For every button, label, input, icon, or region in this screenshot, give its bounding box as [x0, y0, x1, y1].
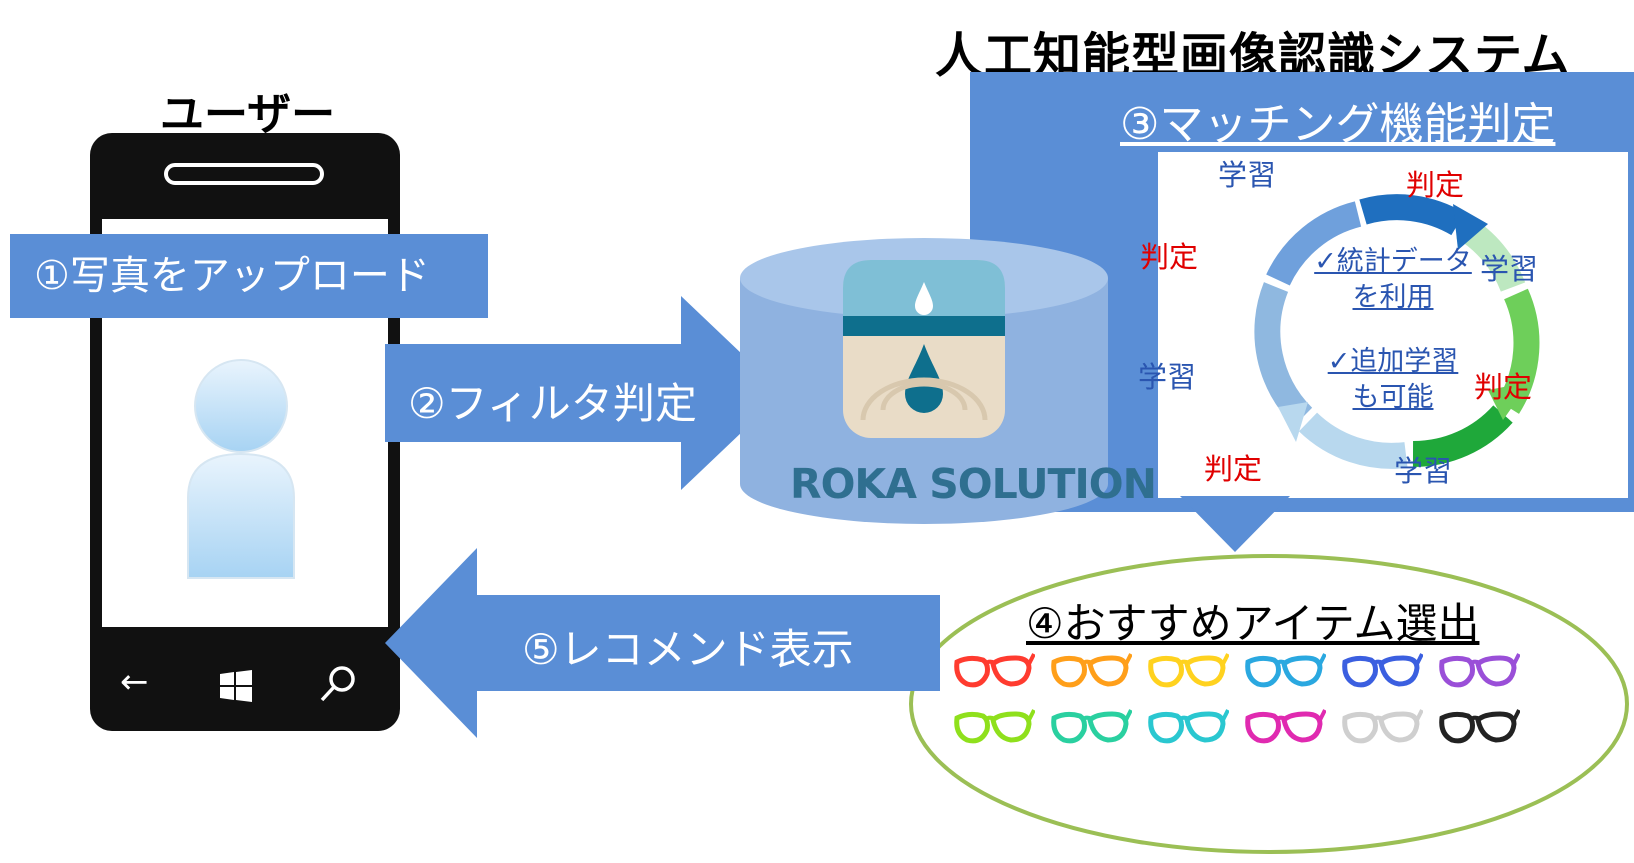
glasses-icon — [1148, 653, 1229, 688]
label-judge-4: 判定 — [1204, 452, 1263, 486]
cycle-center-statistics: ✓統計データ を利用 — [1298, 244, 1488, 316]
glasses-icon — [1439, 709, 1520, 744]
matching-step-label: ③マッチング機能判定 — [1120, 99, 1556, 150]
label-learn-2: 学習 — [1480, 252, 1539, 286]
label-learn-4: 学習 — [1394, 454, 1453, 488]
label-judge-1: 判定 — [1406, 168, 1465, 202]
glasses-icon — [954, 709, 1035, 744]
label-judge-3: 判定 — [1474, 370, 1533, 404]
label-learn-3: 学習 — [1138, 360, 1197, 394]
upload-step-banner: ①写真をアップロード — [10, 234, 488, 318]
glasses-icon — [1051, 653, 1132, 688]
recommend-arrow — [385, 548, 940, 738]
glasses-icon — [954, 653, 1035, 688]
user-title: ユーザー — [160, 89, 336, 140]
label-learn-1: 学習 — [1218, 158, 1277, 192]
back-arrow-icon[interactable]: ← — [120, 662, 149, 702]
glasses-grid — [953, 648, 1553, 758]
down-arrow — [1180, 496, 1290, 552]
glasses-icon — [1439, 653, 1520, 688]
glasses-icon — [1342, 653, 1423, 688]
glasses-icon — [1245, 653, 1326, 688]
filter-step-label: ②フィルタ判定 — [408, 379, 697, 428]
label-judge-2: 判定 — [1140, 240, 1199, 274]
additional-line1: ✓追加学習 — [1327, 346, 1459, 377]
recommend-items-label: ④おすすめアイテム選出 — [1026, 599, 1480, 648]
recommend-display-label: ⑤レコメンド表示 — [522, 625, 854, 674]
roka-solution-brand: ROKA SOLUTION — [790, 460, 1157, 508]
additional-line2: も可能 — [1352, 382, 1434, 413]
learning-cycle-box: 学習 判定 判定 学習 学習 判定 判定 学習 ✓統計データ を利用 ✓追加学習… — [1138, 152, 1628, 498]
glasses-icon — [1245, 709, 1326, 744]
person-icon — [187, 359, 295, 579]
glasses-icon — [1148, 709, 1229, 744]
glasses-icon — [1342, 709, 1423, 744]
statistics-line1: ✓統計データ — [1314, 246, 1472, 277]
windows-icon[interactable] — [220, 670, 252, 702]
roka-logo-icon — [843, 260, 1005, 438]
search-icon[interactable] — [318, 664, 358, 704]
recommend-ellipse — [909, 554, 1629, 854]
glasses-icon — [1051, 709, 1132, 744]
filter-arrow — [385, 296, 783, 490]
cycle-ring — [1254, 194, 1540, 469]
statistics-line2: を利用 — [1352, 282, 1434, 313]
cycle-center-additional: ✓追加学習 も可能 — [1298, 344, 1488, 416]
